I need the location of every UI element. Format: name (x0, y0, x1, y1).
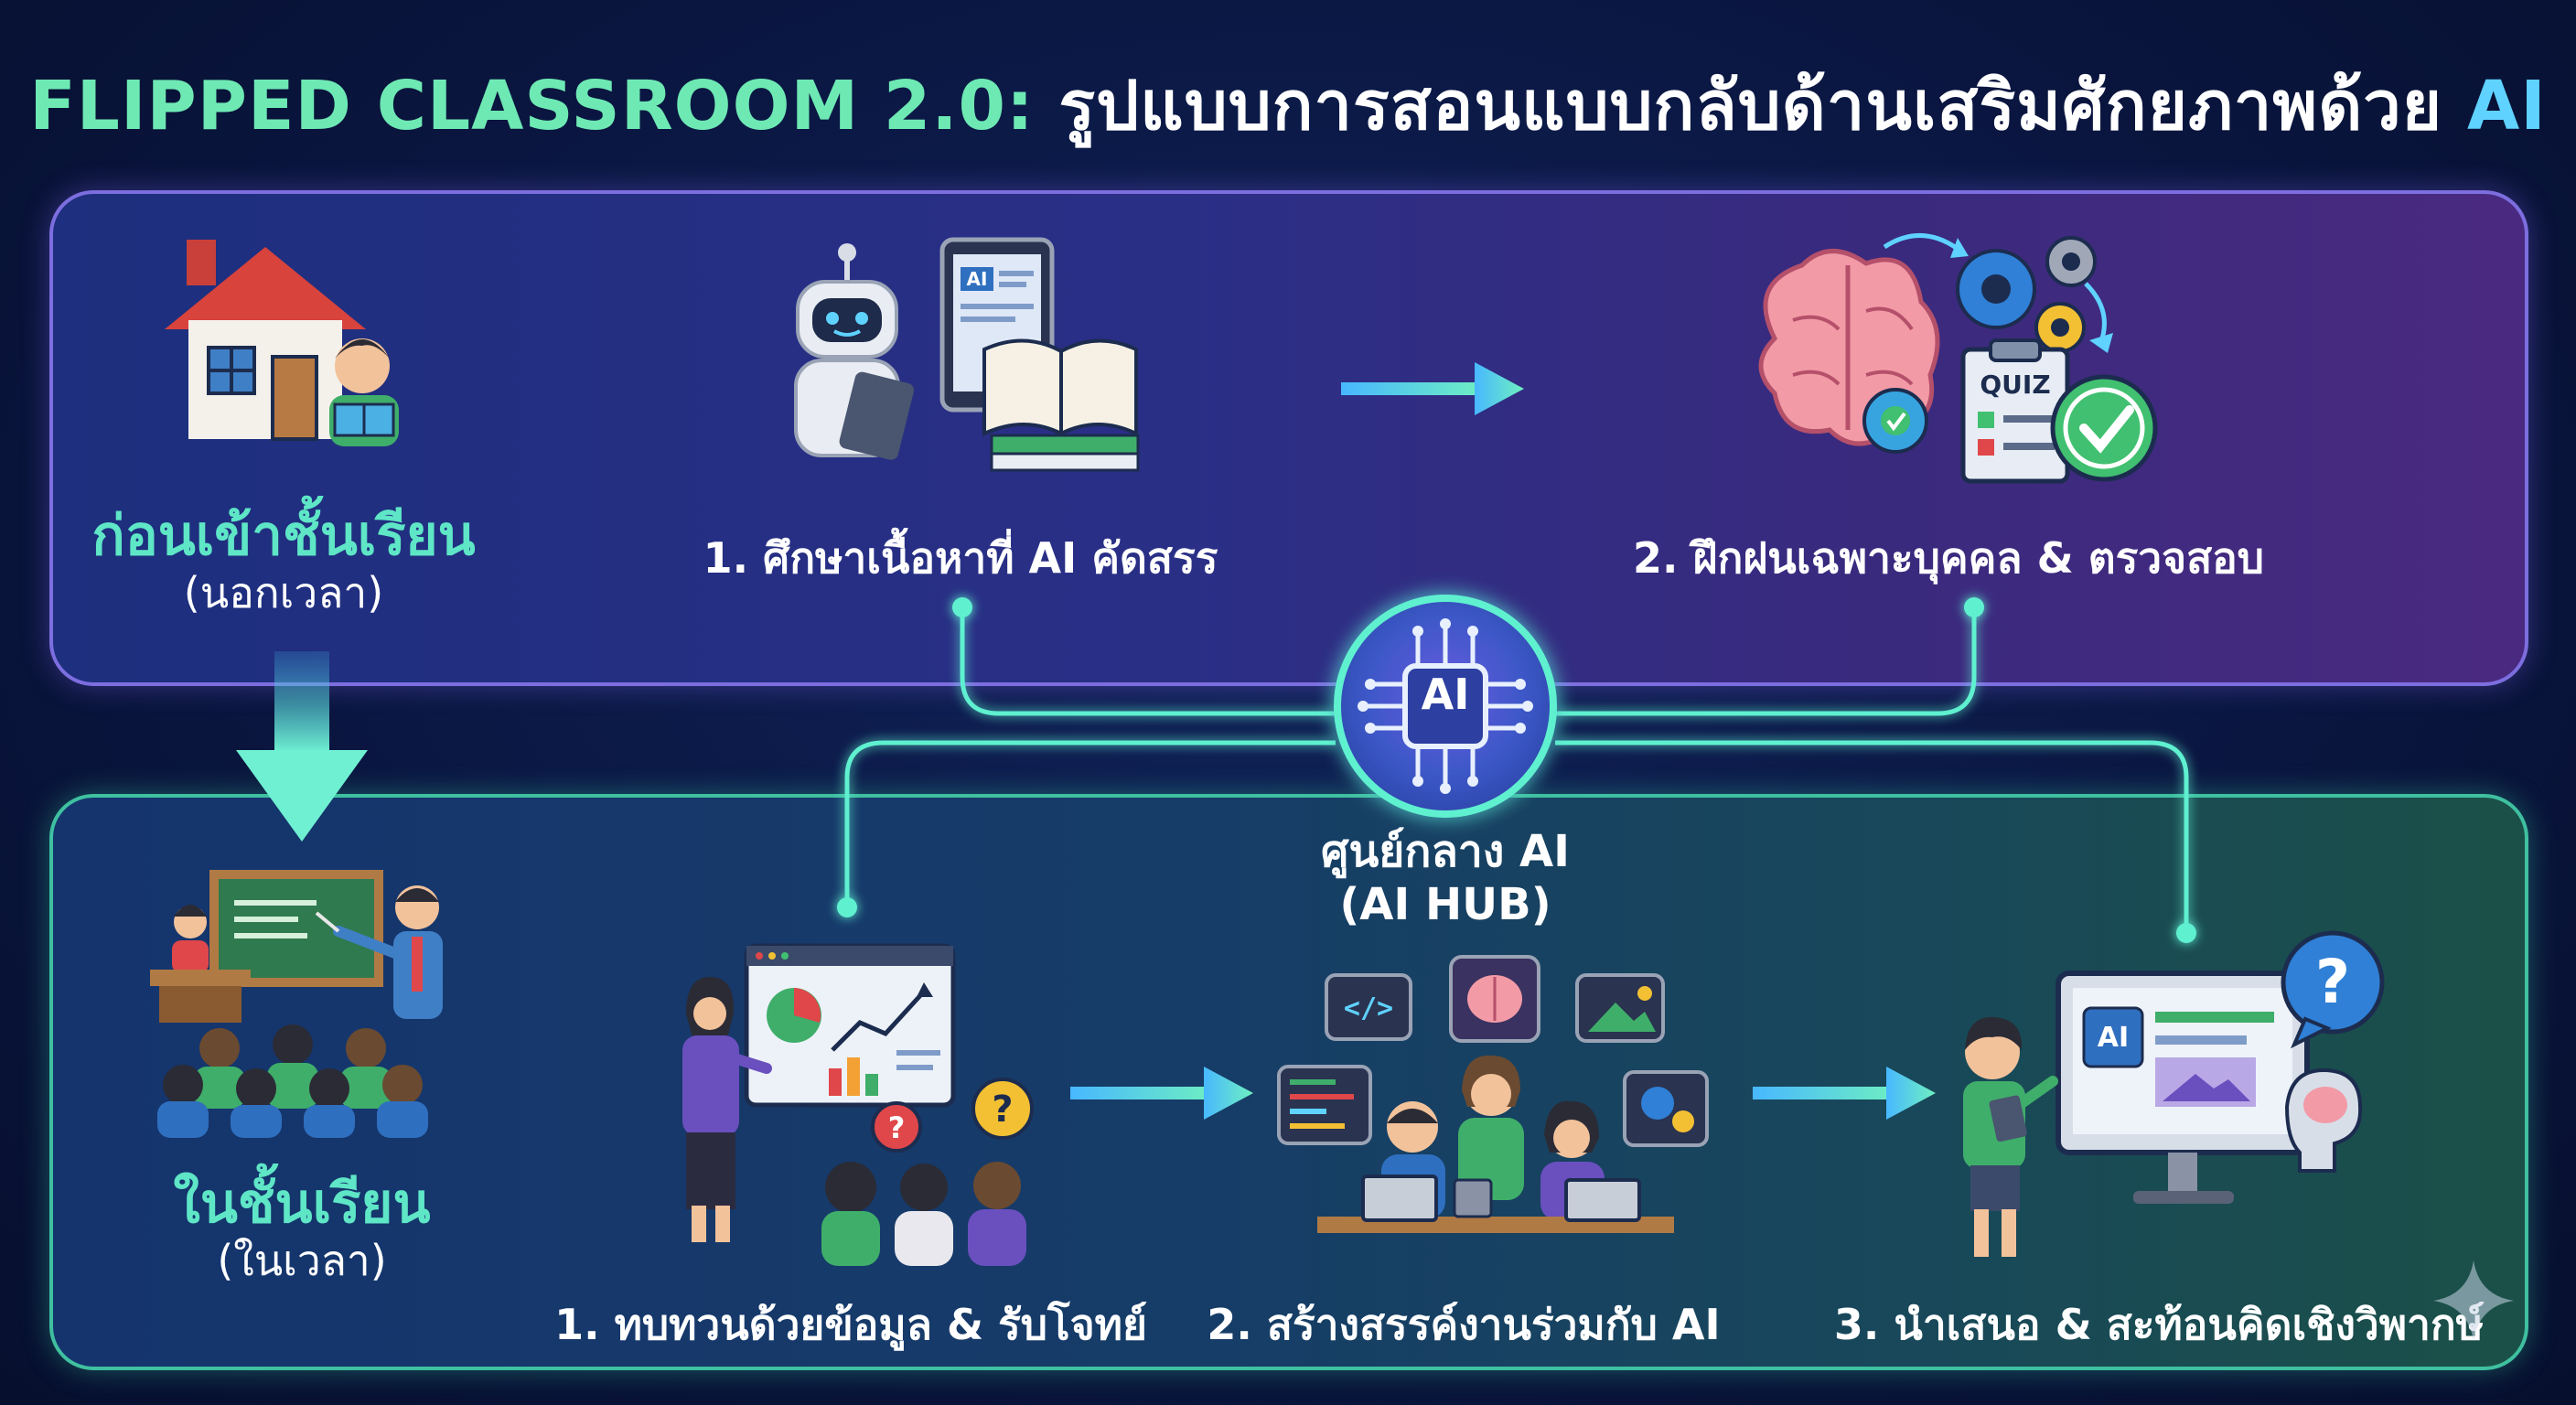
brain-quiz-icon: QUIZ (1758, 233, 2158, 484)
before-step-1-label: 1. ศึกษาเนื้อหาที่ AI คัดสรร (703, 533, 1218, 583)
svg-text:?: ? (992, 1089, 1013, 1131)
in-step-3-label: 3. นำเสนอ & สะท้อนคิดเชิงวิพากษ์ (1833, 1300, 2485, 1349)
sparkle-icon (2433, 1260, 2514, 1341)
svg-text:?: ? (2315, 947, 2350, 1017)
ai-hub-title: ศูนย์กลาง AI (1321, 826, 1570, 877)
presentation-icon: AI ? (1963, 930, 2385, 1257)
house-icon (165, 240, 399, 446)
ai-hub-icon (1334, 595, 1557, 818)
collaboration-icon: </> (1277, 955, 1709, 1233)
before-class-subtitle: (นอกเวลา) (183, 568, 384, 617)
before-class-title: ก่อนเข้าชั้นเรียน (91, 504, 476, 568)
ai-robot-study-icon: AI (794, 237, 1140, 472)
data-review-icon: ? ? (682, 943, 1034, 1266)
in-class-title: ในชั้นเรียน (173, 1172, 431, 1236)
before-step-2-label: 2. ฝึกฝนเฉพาะบุคคล & ตรวจสอบ (1633, 533, 2264, 583)
svg-text:?: ? (888, 1110, 906, 1145)
phase-down-arrow (236, 651, 368, 842)
ai-hub-subtitle: (AI HUB) (1339, 879, 1551, 930)
in-class-subtitle: (ในเวลา) (217, 1236, 387, 1285)
in-step-2-label: 2. สร้างสรรค์งานร่วมกับ AI (1207, 1300, 1721, 1349)
ai-hub-label: ศูนย์กลาง AI (AI HUB) (1217, 825, 1674, 931)
svg-text:</>: </> (1344, 992, 1393, 1024)
title-english: FLIPPED CLASSROOM 2.0: (29, 67, 1035, 145)
classroom-icon (150, 870, 443, 1138)
svg-text:AI: AI (2098, 1022, 2129, 1054)
page-title: FLIPPED CLASSROOM 2.0: รูปแบบการสอนแบบกล… (0, 51, 2576, 159)
title-thai: รูปแบบการสอนแบบกลับด้านเสริมศักยภาพด้วย (1058, 67, 2443, 145)
title-ai: AI (2466, 67, 2547, 145)
svg-text:QUIZ: QUIZ (1980, 370, 2050, 400)
svg-text:AI: AI (967, 268, 988, 290)
ai-hub-chip-label: AI (1421, 670, 1470, 719)
in-step-1-label: 1. ทบทวนด้วยข้อมูล & รับโจทย์ (554, 1300, 1147, 1349)
